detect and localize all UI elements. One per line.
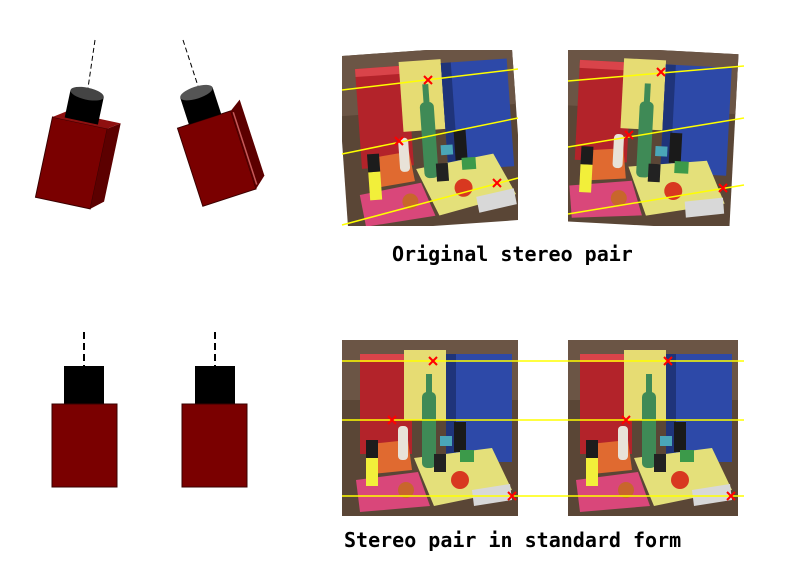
camera-lens: [64, 366, 104, 404]
epipolar-line: [567, 65, 745, 82]
standard-right-image: [568, 340, 738, 516]
epipolar-line: [567, 117, 745, 148]
camera-icon: [34, 86, 121, 210]
camera-right-standard: [181, 332, 248, 488]
epipolar-line: [341, 68, 519, 91]
epipolar-line: [341, 177, 519, 226]
optical-axis: [87, 39, 96, 89]
original-left-image: [341, 50, 519, 226]
standard-left-image: [342, 340, 518, 516]
optical-axis: [182, 39, 199, 87]
camera-icon: [176, 84, 265, 207]
epipolar-line: [567, 184, 745, 215]
camera-icon: [181, 403, 248, 488]
original-pair-caption: Original stereo pair: [392, 242, 633, 266]
camera-right-tilted: [176, 39, 265, 207]
camera-icon: [51, 403, 118, 488]
camera-left-standard: [51, 332, 118, 488]
epipolar-line: [341, 117, 519, 155]
camera-left-tilted: [34, 39, 121, 210]
camera-lens: [195, 366, 235, 404]
original-right-image: [567, 50, 745, 226]
standard-pair-caption: Stereo pair in standard form: [344, 528, 682, 552]
